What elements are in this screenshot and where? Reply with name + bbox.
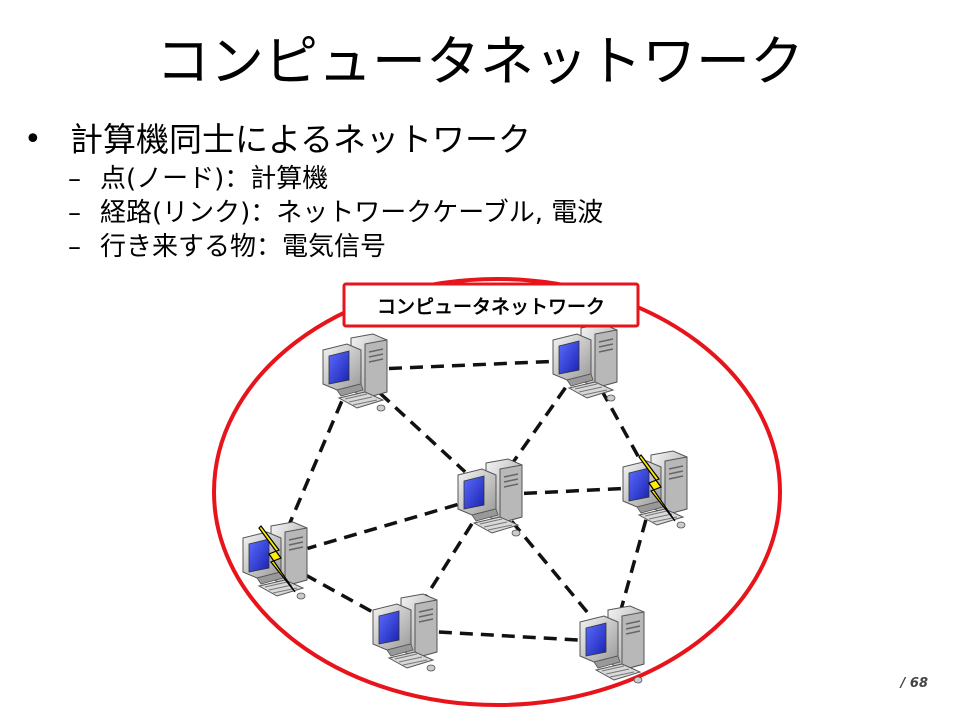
network-link [508, 386, 567, 469]
network-node-top-right [552, 323, 618, 402]
slide-title: コンピュータネットワーク [156, 30, 804, 93]
dash-marker: – [68, 232, 81, 262]
sub-bullet-text: 点(ノード)：計算機 [100, 164, 329, 194]
bullet-dot: • [24, 122, 42, 157]
network-link [378, 391, 467, 474]
sub-bullet-item: – 経路(リンク)：ネットワークケーブル, 電波 [68, 196, 924, 230]
sub-bullet-list: – 点(ノード)：計算機 – 経路(リンク)：ネットワークケーブル, 電波 – … [24, 162, 924, 264]
computer-icon [457, 458, 523, 537]
network-link [286, 400, 344, 528]
page-number: / 68 [900, 676, 928, 691]
sub-bullet-text: 行き来する物：電気信号 [100, 232, 387, 262]
wireless-lightning-icon [258, 525, 296, 593]
network-link [523, 486, 622, 496]
network-link [303, 572, 377, 616]
network-link [599, 388, 641, 459]
network-node-bottom-right [579, 605, 645, 684]
network-node-right [622, 450, 688, 529]
bullet-text: 計算機同士によるネットワーク [70, 120, 532, 159]
computer-icon [552, 323, 618, 402]
network-link [510, 520, 592, 617]
computer-icon [579, 605, 645, 684]
network-node-center [457, 458, 523, 537]
links-layer [286, 359, 648, 642]
network-label-box: コンピュータネットワーク [342, 282, 640, 328]
dash-marker: – [68, 164, 81, 194]
network-link [307, 502, 458, 551]
bullet-list: • 計算機同士によるネットワーク – 点(ノード)：計算機 – 経路(リンク)：… [24, 118, 924, 264]
network-node-bottom-left [372, 593, 438, 672]
nodes-layer [242, 323, 688, 684]
network-node-top-left [322, 333, 388, 412]
network-label: コンピュータネットワーク [377, 296, 605, 318]
network-link [619, 519, 648, 610]
dash-marker: – [68, 198, 81, 228]
wireless-lightning-icon [638, 454, 676, 522]
network-link [421, 522, 474, 603]
sub-bullet-text: 経路(リンク)：ネットワークケーブル, 電波 [100, 198, 604, 228]
sub-bullet-item: – 行き来する物：電気信号 [68, 230, 924, 264]
network-link [438, 630, 579, 642]
network-boundary [212, 277, 782, 707]
computer-icon [322, 333, 388, 412]
network-node-left [242, 521, 308, 600]
bullet-item: • 計算機同士によるネットワーク [24, 118, 924, 162]
computer-icon [372, 593, 438, 672]
sub-bullet-item: – 点(ノード)：計算機 [68, 162, 924, 196]
network-link [388, 359, 552, 371]
